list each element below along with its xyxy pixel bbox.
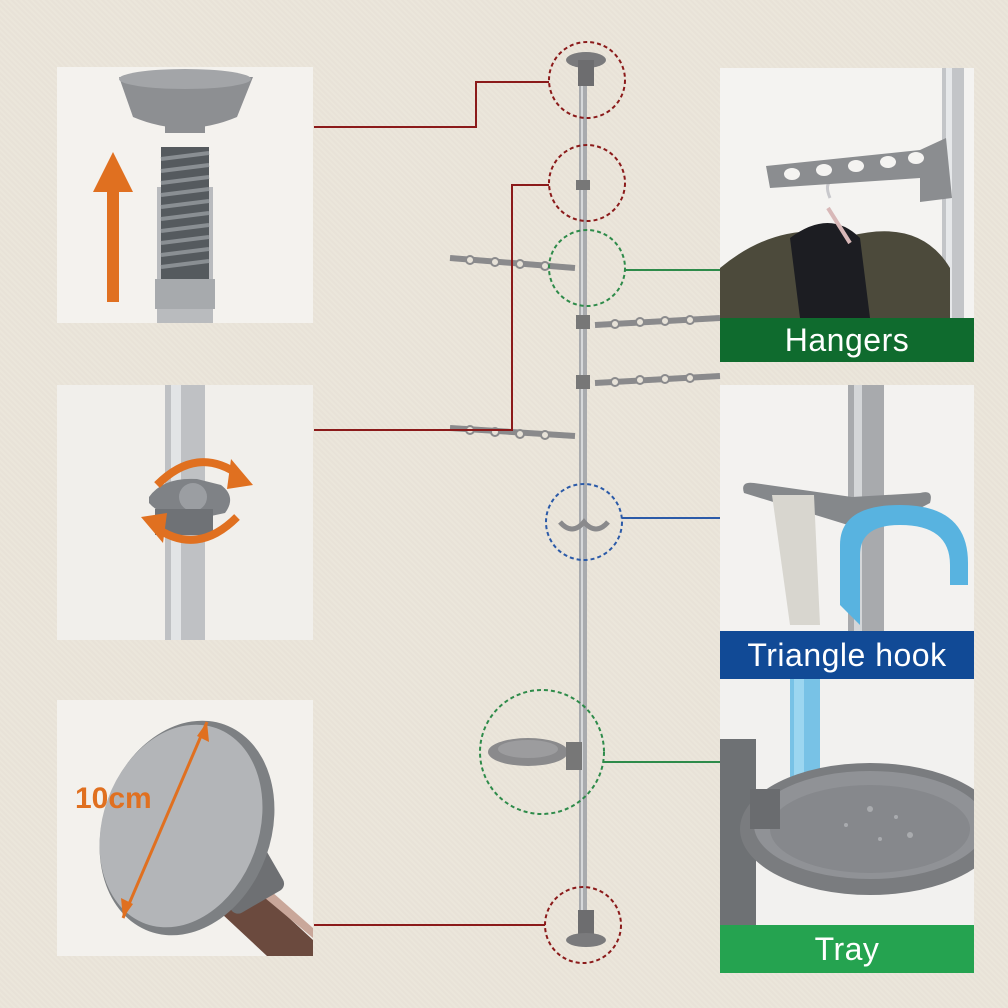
central-pole <box>566 52 606 947</box>
panel-rotate-knob <box>57 385 313 640</box>
hangers-label: Hangers <box>720 318 974 362</box>
panel-tray: Tray <box>720 679 974 973</box>
rotate-arrows-icon <box>141 458 253 544</box>
triangle-hook-label: Triangle hook <box>720 631 974 679</box>
panel-spring-cap <box>57 67 313 323</box>
line-knob <box>314 184 549 431</box>
tray-label: Tray <box>720 925 974 973</box>
pole-hook <box>558 518 610 532</box>
line-top-cap <box>314 81 549 128</box>
circle-tray <box>479 689 605 815</box>
up-arrow-icon <box>93 152 133 302</box>
circle-knob <box>548 144 626 222</box>
circle-hanger <box>548 229 626 307</box>
measurement-label: 10cm <box>75 782 152 815</box>
circle-top-cap <box>548 41 626 119</box>
panel-base: 10cm <box>57 700 313 956</box>
panel-triangle-hook: Triangle hook <box>720 385 974 679</box>
circle-hook <box>545 483 623 561</box>
panel-hangers: Hangers <box>720 68 974 362</box>
